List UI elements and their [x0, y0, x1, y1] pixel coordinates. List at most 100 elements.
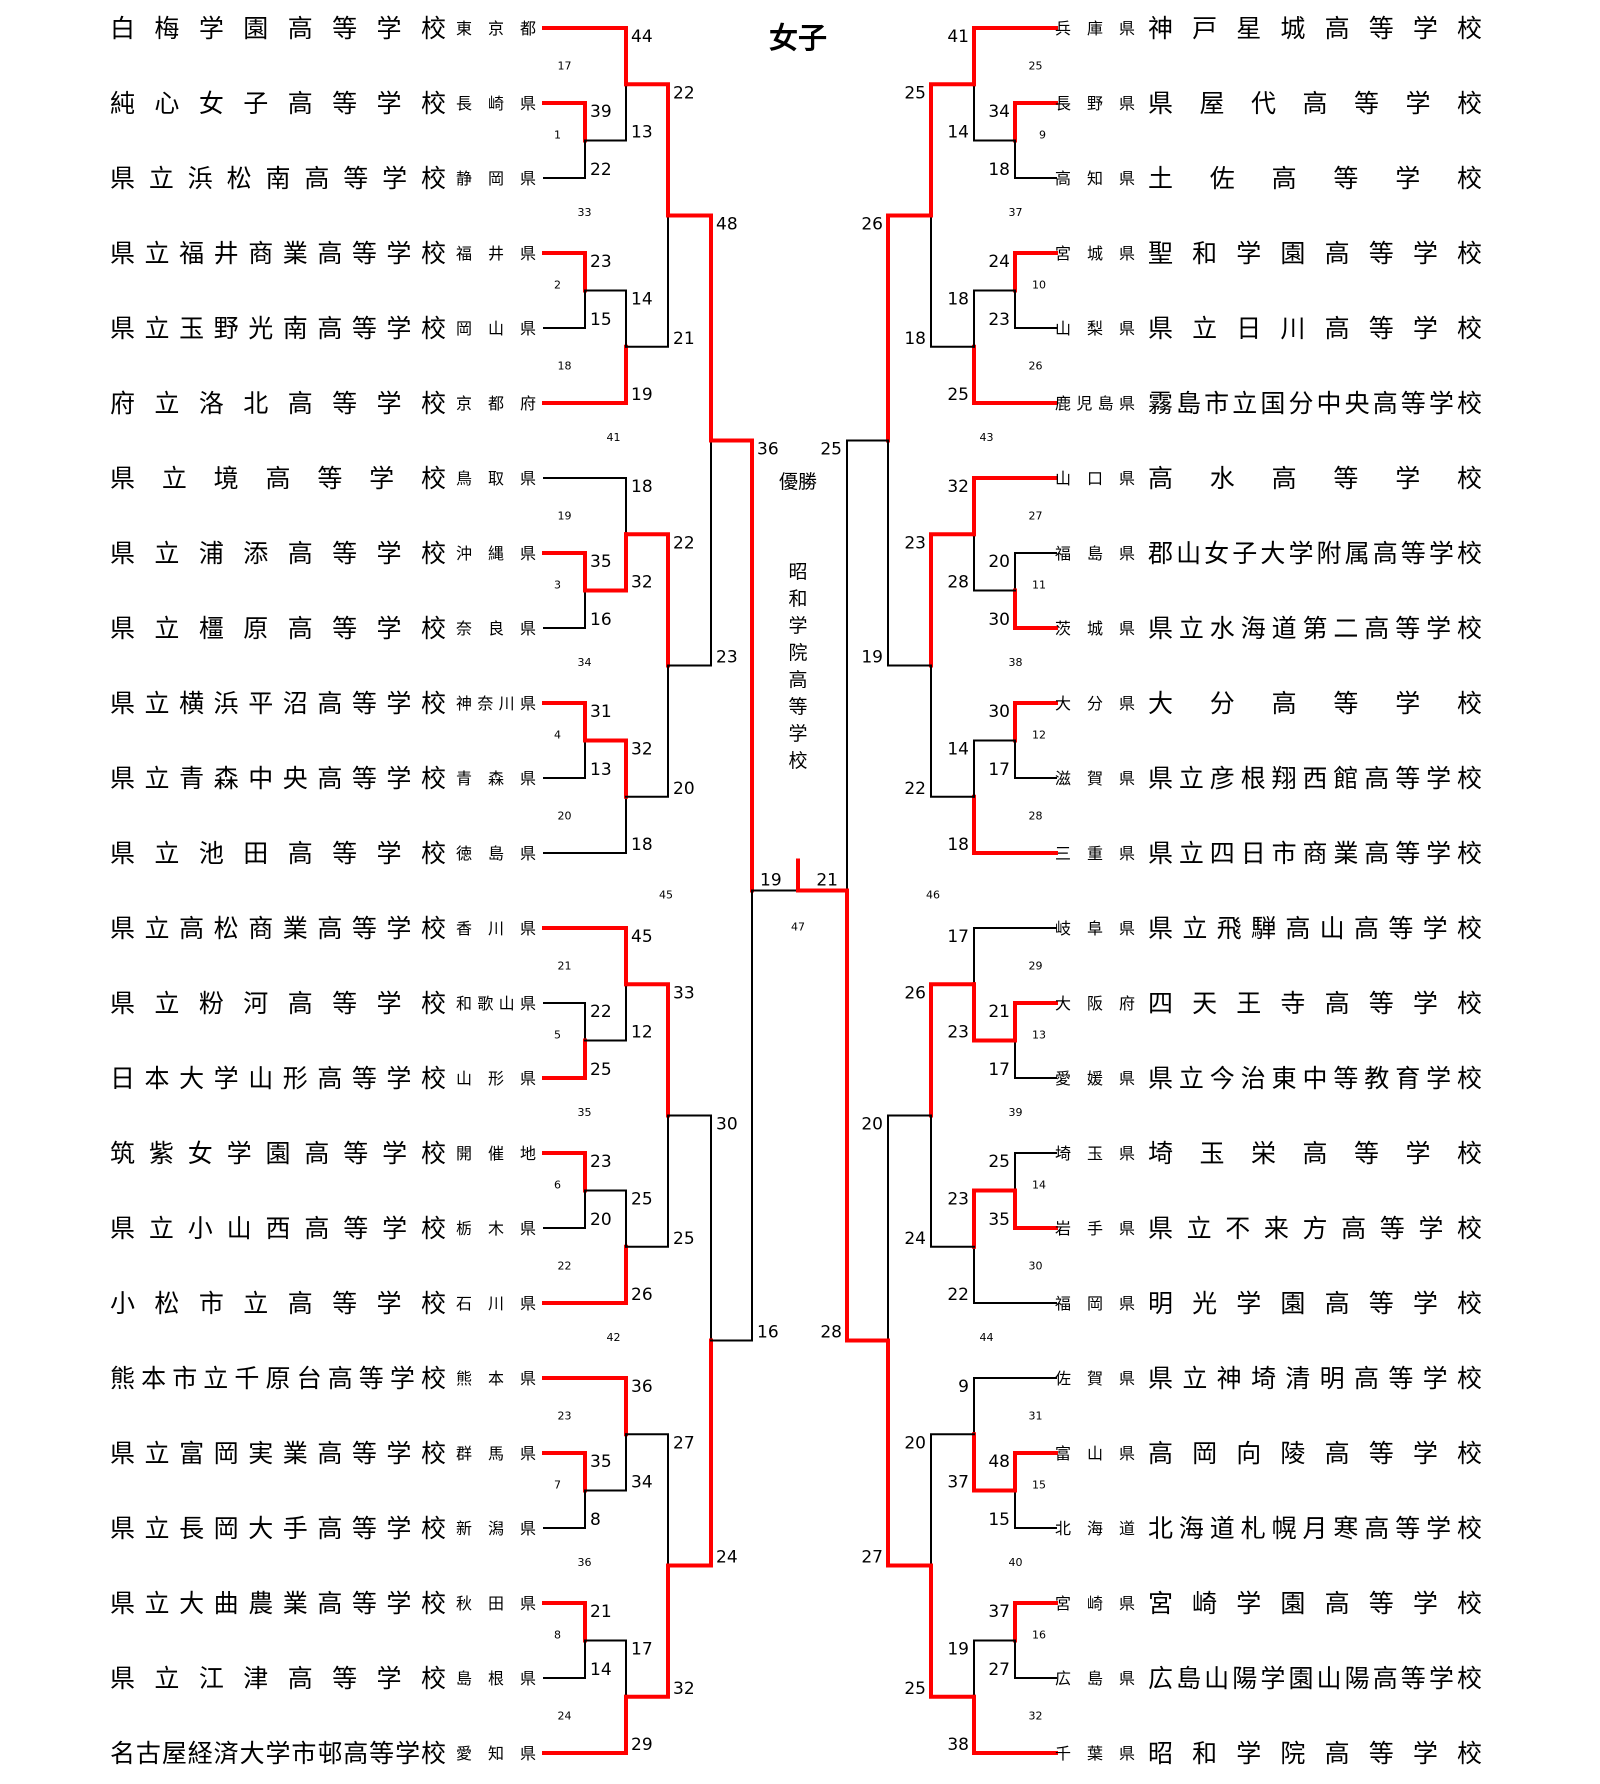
right-r1-score: 27	[988, 1660, 1010, 1680]
right-match-number: 13	[1032, 1029, 1046, 1042]
left-r2-line	[584, 289, 627, 348]
right-r1-line	[1013, 1601, 1058, 1643]
right-match-number: 26	[1029, 360, 1043, 373]
right-team-prefecture: 宮崎県	[1055, 1594, 1135, 1613]
right-team-school: 県立四日市商業高等学校	[1148, 839, 1482, 868]
left-r2-line	[543, 477, 627, 536]
right-match-number: 32	[1029, 1710, 1043, 1723]
right-match-number: 31	[1029, 1410, 1043, 1423]
right-r2-line	[973, 739, 1016, 798]
left-r3-line	[624, 1563, 670, 1699]
right-r2-score: 32	[947, 477, 969, 497]
left-match-number: 1	[554, 129, 561, 142]
left-team-school: 県立江津高等学校	[110, 1664, 446, 1693]
left-r2-score: 32	[631, 573, 653, 593]
right-team-school: 県立日川高等学校	[1148, 314, 1482, 343]
right-r2-score: 17	[947, 927, 969, 947]
right-r2-line	[973, 289, 1016, 348]
left-team-school: 筑紫女学園高等学校	[110, 1139, 446, 1168]
left-r2-line	[542, 1376, 628, 1437]
right-team-school: 宮崎学園高等学校	[1148, 1589, 1482, 1618]
right-r3-score: 26	[904, 983, 926, 1003]
right-r2-line	[973, 1377, 1057, 1436]
left-r1-line	[543, 1489, 586, 1529]
left-match-number: 45	[659, 889, 673, 902]
left-match-number: 18	[558, 360, 572, 373]
right-r2-line	[972, 26, 1058, 87]
right-r2-score: 23	[947, 1023, 969, 1043]
left-r3-score: 20	[673, 779, 695, 799]
left-team-school: 県立粉河高等学校	[110, 989, 446, 1018]
left-team-school: 県立浜松南高等学校	[110, 164, 446, 193]
left-team-school: 日本大学山形高等学校	[110, 1064, 446, 1093]
left-r2-score: 14	[631, 290, 653, 310]
left-semi-score: 16	[757, 1323, 779, 1343]
right-team-school: 県立神埼清明高等学校	[1148, 1364, 1482, 1393]
right-r1-line	[1013, 1188, 1058, 1230]
left-team-prefecture: 岡山県	[456, 319, 536, 338]
left-r4-score: 48	[716, 215, 738, 235]
right-r3-score: 22	[904, 779, 926, 799]
left-r3-line	[625, 1114, 669, 1248]
left-semi-line	[709, 438, 754, 893]
left-match-number: 5	[554, 1029, 561, 1042]
left-r2-line	[542, 1244, 628, 1305]
right-r2-score: 14	[947, 123, 969, 143]
left-match-number: 21	[558, 960, 572, 973]
left-team-school: 小松市立高等学校	[110, 1289, 446, 1318]
left-r2-score: 45	[631, 927, 653, 947]
left-r4-line	[666, 1338, 713, 1568]
left-match-number: 2	[554, 279, 561, 292]
right-r1-line	[1014, 1152, 1057, 1192]
left-match-number: 4	[554, 729, 561, 742]
right-r3-score: 25	[904, 83, 926, 103]
right-r3-line	[930, 214, 975, 348]
left-match-number: 22	[558, 1260, 572, 1273]
right-r2-line	[972, 982, 1017, 1043]
left-r3-score: 25	[673, 1229, 695, 1249]
right-r1-score: 48	[988, 1452, 1010, 1472]
left-r2-line	[584, 1433, 627, 1492]
left-match-number: 17	[558, 60, 572, 73]
right-team-prefecture: 千葉県	[1055, 1744, 1135, 1763]
right-r2-line	[973, 1639, 1016, 1698]
left-team-prefecture: 和歌山県	[456, 994, 536, 1013]
right-team-prefecture: 北海道	[1055, 1519, 1135, 1538]
right-team-prefecture: 長野県	[1055, 94, 1135, 113]
right-r3-line	[929, 82, 976, 218]
left-r1-line	[542, 1038, 587, 1080]
left-r1-line	[542, 701, 587, 743]
right-r3-line	[929, 1563, 976, 1699]
right-r2-score: 22	[947, 1285, 969, 1305]
right-team-school: 県立彦根翔西館高等学校	[1148, 764, 1482, 793]
left-r2-score: 34	[631, 1473, 653, 1493]
left-r1-score: 35	[590, 1452, 612, 1472]
right-match-number: 43	[980, 431, 994, 444]
right-match-number: 14	[1032, 1179, 1046, 1192]
left-team-prefecture: 開催地	[456, 1144, 536, 1163]
left-team-school: 熊本市立千原台高等学校	[110, 1364, 446, 1393]
left-r3-line	[625, 214, 669, 348]
right-r1-line	[1013, 588, 1058, 630]
left-team-prefecture: 山形県	[456, 1069, 536, 1088]
left-team-prefecture: 静岡県	[456, 169, 536, 188]
left-r1-line	[542, 251, 587, 293]
right-r3-line	[929, 532, 976, 668]
right-team-prefecture: 福島県	[1055, 544, 1135, 563]
right-r1-line	[1014, 1489, 1057, 1529]
left-team-prefecture: 鳥取県	[456, 469, 536, 488]
right-team-school: 埼玉栄高等学校	[1148, 1139, 1482, 1168]
right-r2-line	[972, 344, 1058, 405]
left-team-prefecture: 新潟県	[456, 1519, 536, 1538]
right-r3-score: 25	[904, 1679, 926, 1699]
right-r2-score: 28	[947, 573, 969, 593]
left-r4-score: 24	[716, 1548, 738, 1568]
left-match-number: 3	[554, 579, 561, 592]
right-r2-score: 23	[947, 1190, 969, 1210]
right-team-school: 霧島市立国分中央高等学校	[1148, 389, 1482, 418]
right-r1-line	[1013, 1451, 1058, 1493]
left-r1-line	[542, 551, 587, 593]
left-team-prefecture: 青森県	[456, 769, 536, 788]
right-team-school: 聖和学園高等学校	[1148, 239, 1482, 268]
